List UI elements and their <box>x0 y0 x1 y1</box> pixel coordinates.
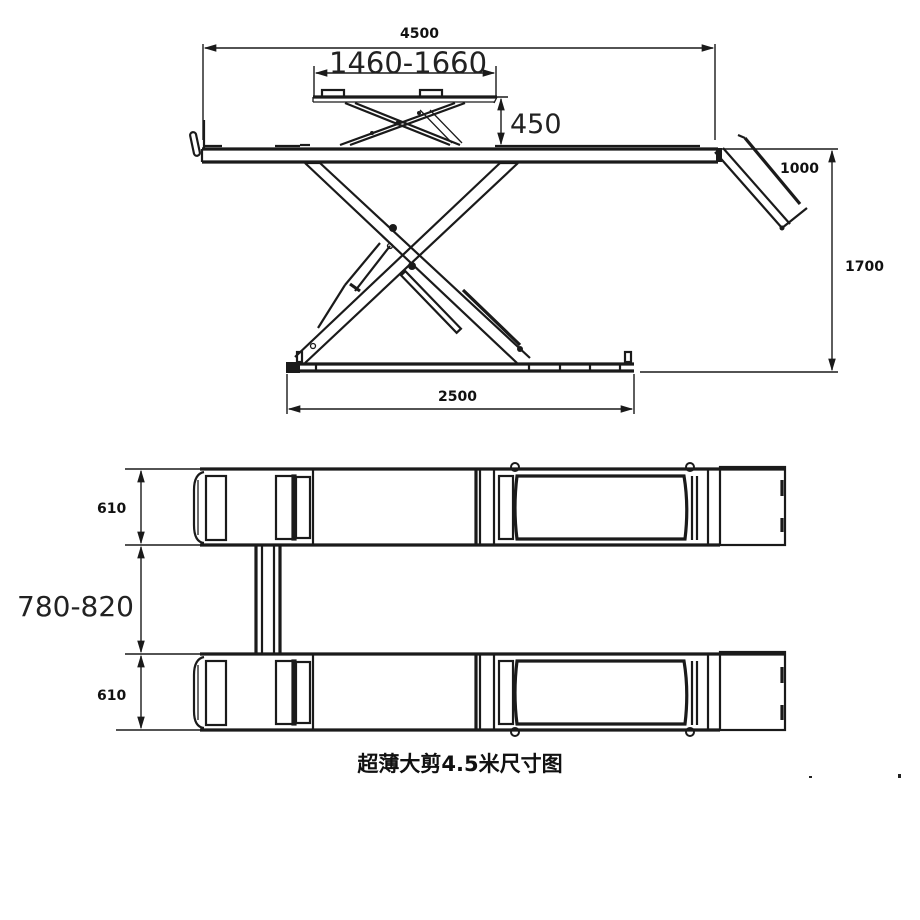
stray-mark <box>809 776 812 778</box>
label-total-length: 4500 <box>400 26 439 42</box>
label-max-height: 1700 <box>845 259 884 275</box>
main-platform <box>189 120 720 164</box>
dimension-base-length: 2500 <box>286 374 635 414</box>
label-platform-width-bottom: 610 <box>97 688 126 704</box>
top-view: 610 780-820 610 <box>17 462 787 737</box>
dimension-secondary-lift-height: 450 <box>490 96 562 146</box>
dimension-total-length: 4500 <box>202 26 716 140</box>
cross-member <box>254 545 282 654</box>
dimension-widths: 610 780-820 610 <box>17 468 200 731</box>
runway-bottom <box>192 650 787 737</box>
label-ramp-length: 1000 <box>780 161 819 177</box>
label-secondary-lift-height: 450 <box>510 109 562 140</box>
label-secondary-platform-width: 1460-1660 <box>329 46 487 80</box>
secondary-lift-platform <box>312 88 498 147</box>
label-platform-width-top: 610 <box>97 501 126 517</box>
main-scissor-arms <box>294 161 531 364</box>
side-view: 4500 1460-1660 450 <box>189 26 884 414</box>
drawing-caption: 超薄大剪4.5米尺寸图 <box>357 752 563 776</box>
stray-mark <box>898 774 901 778</box>
runway-top <box>192 462 787 547</box>
base-frame <box>286 350 634 373</box>
dimension-secondary-platform-width: 1460-1660 <box>313 46 497 98</box>
label-base-length: 2500 <box>438 389 477 405</box>
label-platform-gap: 780-820 <box>17 590 134 623</box>
dimension-max-height: 1700 <box>640 148 884 373</box>
